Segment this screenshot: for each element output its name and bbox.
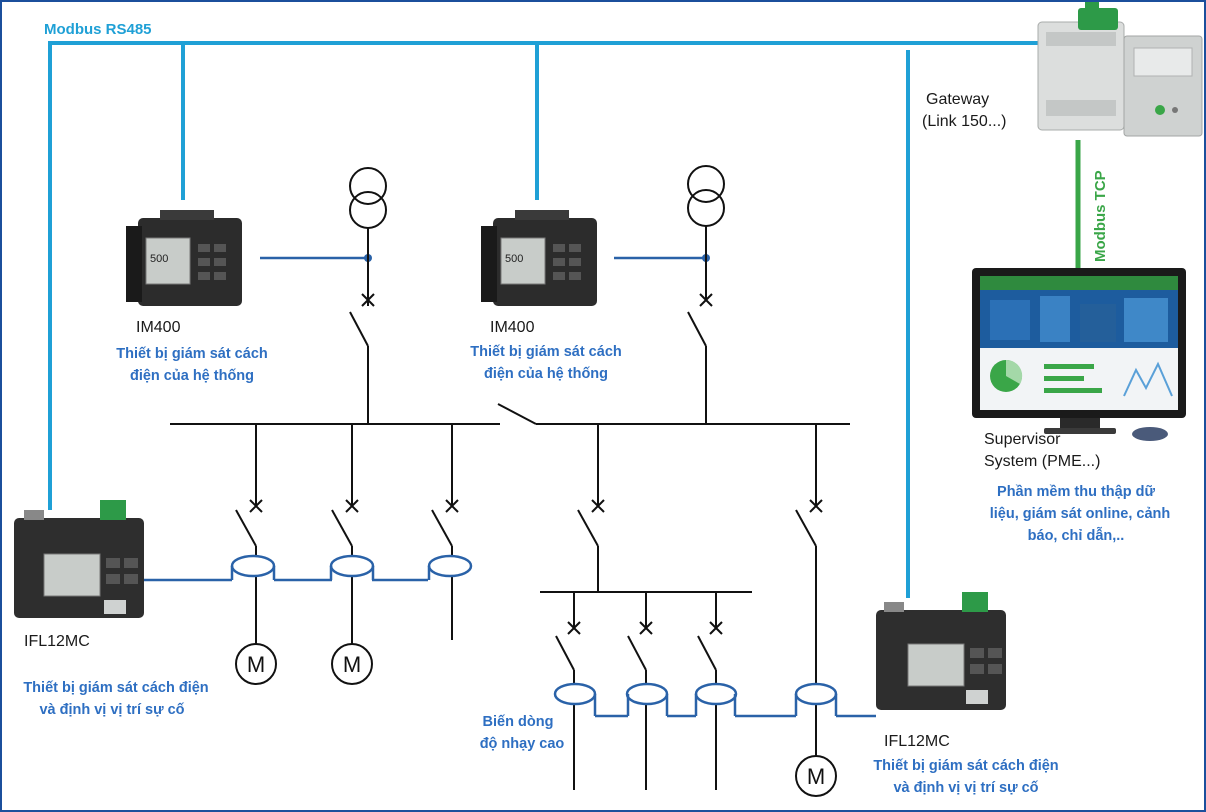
ifl12mc-right-desc-line1: Thiết bị giám sát cách điện: [873, 758, 1058, 774]
power-one-line: [170, 165, 850, 797]
current-transformers: [230, 554, 838, 716]
modbus-tcp-label: Modbus TCP: [1092, 170, 1109, 262]
ct-label-line1: Biến dòng: [483, 714, 554, 730]
signal-lines: [144, 256, 876, 718]
supervisor-monitor: [972, 268, 1186, 441]
ifl12mc-left-desc-line2: và định vị vị trí sự cố: [39, 702, 184, 718]
supervisor-desc-line3: báo, chỉ dẫn,..: [1028, 527, 1125, 544]
im400-right-name: IM400: [490, 319, 535, 336]
ifl12mc-right-device: [876, 592, 1006, 710]
gateway-label-line1: Gateway: [926, 91, 989, 108]
supervisor-label-line2: System (PME...): [984, 453, 1100, 470]
motor-symbol-3: M: [807, 764, 825, 789]
modbus-rs485-label: Modbus RS485: [44, 21, 152, 38]
ifl12mc-right-desc-line2: và định vị vị trí sự cố: [893, 780, 1038, 796]
im400-left-desc-line2: điện của hệ thống: [130, 368, 254, 384]
gateway-device: [1037, 2, 1203, 137]
motor-symbol-1: M: [247, 652, 265, 677]
supervisor-desc-line2: liệu, giám sát online, cảnh: [990, 506, 1171, 522]
im400-right-screen-value: 500: [505, 253, 523, 265]
supervisor-desc-line1: Phần mềm thu thập dữ: [997, 484, 1155, 500]
gateway-label-line2: (Link 150...): [922, 113, 1006, 130]
im400-left-screen-value: 500: [150, 253, 168, 265]
im400-left-desc-line1: Thiết bị giám sát cách: [116, 346, 268, 362]
modbus-rs485-bus: [48, 41, 1050, 598]
im400-right-desc-line2: điện của hệ thống: [484, 366, 608, 382]
im400-left-device: 500: [126, 210, 242, 306]
motor-symbol-2: M: [343, 652, 361, 677]
ct-label-line2: độ nhạy cao: [480, 736, 565, 752]
supervisor-label-line1: Supervisor: [984, 431, 1061, 448]
im400-right-device: 500: [481, 210, 597, 306]
ifl12mc-left-device: [14, 500, 144, 618]
ifl12mc-left-name: IFL12MC: [24, 633, 90, 650]
ifl12mc-right-name: IFL12MC: [884, 733, 950, 750]
im400-right-desc-line1: Thiết bị giám sát cách: [470, 344, 622, 360]
ifl12mc-left-desc-line1: Thiết bị giám sát cách điện: [23, 680, 208, 696]
im400-left-name: IM400: [136, 319, 181, 336]
